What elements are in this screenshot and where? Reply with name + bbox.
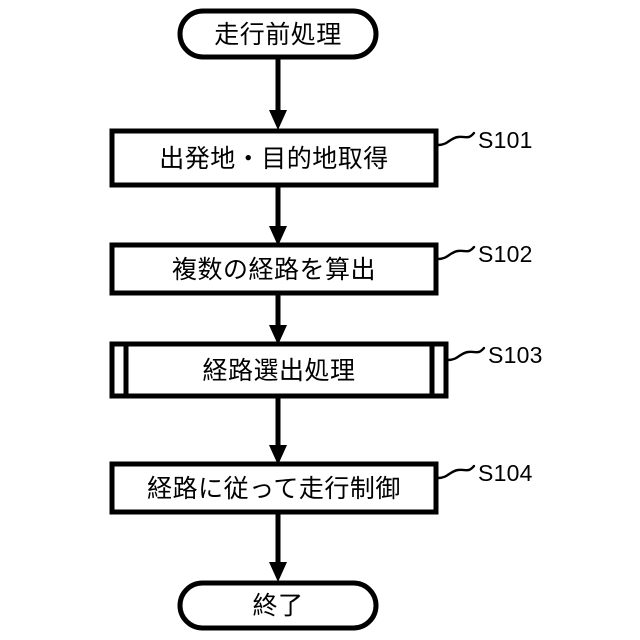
node-s101-shape — [109, 128, 439, 188]
leader-line-s103 — [446, 346, 486, 362]
connector-start-to-s101 — [269, 57, 287, 130]
step-label-s101: S101 — [478, 127, 533, 153]
node-end-shape — [177, 580, 379, 631]
node-start-shape — [177, 8, 379, 60]
step-label-s103: S103 — [488, 342, 543, 368]
connector-s102-to-s103 — [269, 293, 287, 345]
connector-s101-to-s102 — [269, 185, 287, 246]
connector-s104-to-end — [269, 512, 287, 582]
leader-line-s104 — [436, 464, 476, 480]
node-s103-shape — [109, 341, 449, 399]
node-s104-shape — [109, 461, 439, 515]
leader-line-s101 — [436, 131, 476, 147]
node-s102-shape — [109, 242, 439, 296]
step-label-s102: S102 — [478, 241, 533, 267]
step-label-s104: S104 — [478, 460, 533, 486]
leader-line-s102 — [436, 245, 476, 261]
connector-s103-to-s104 — [269, 396, 287, 465]
